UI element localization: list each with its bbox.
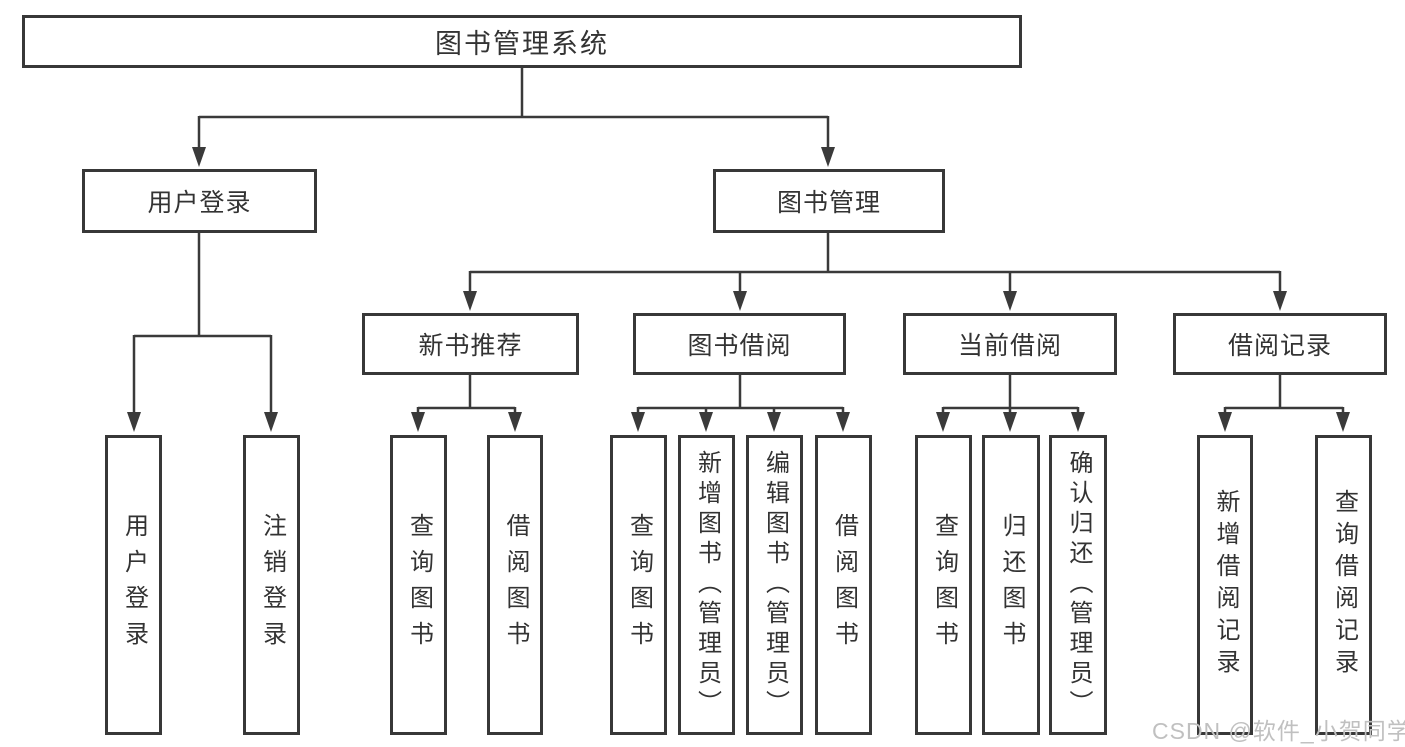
leaf-logout-label: 注销登录 xyxy=(258,513,286,657)
leaf-query-book-recommend: 查询图书 xyxy=(390,435,447,735)
node-borrow-records: 借阅记录 xyxy=(1173,313,1387,375)
node-new-book-recommend-label: 新书推荐 xyxy=(418,332,523,360)
leaf-query-book-current-label: 查询图书 xyxy=(930,513,958,657)
leaf-query-borrow-record: 查询借阅记录 xyxy=(1315,435,1372,735)
leaf-query-book-borrow: 查询图书 xyxy=(610,435,667,735)
leaf-confirm-return-admin: 确认归还（管理员） xyxy=(1049,435,1107,735)
leaf-confirm-return-admin-label: 确认归还（管理员） xyxy=(1065,450,1092,720)
leaf-user-login-label: 用户登录 xyxy=(120,513,148,657)
leaf-return-book-label: 归还图书 xyxy=(998,513,1025,657)
leaf-query-book-current: 查询图书 xyxy=(915,435,972,735)
node-root-label: 图书管理系统 xyxy=(435,29,609,59)
leaf-add-book-admin-label: 新增图书（管理员） xyxy=(693,450,721,720)
node-book-borrow-label: 图书借阅 xyxy=(687,332,792,360)
node-book-borrow: 图书借阅 xyxy=(633,313,846,375)
node-current-borrow: 当前借阅 xyxy=(903,313,1117,375)
leaf-borrow-book-recommend: 借阅图书 xyxy=(487,435,543,735)
node-current-borrow-label: 当前借阅 xyxy=(957,332,1062,360)
node-book-management: 图书管理 xyxy=(713,169,945,233)
csdn-watermark: CSDN @软件_小贺同学 xyxy=(1152,718,1405,744)
leaf-add-borrow-record-label: 新增借阅记录 xyxy=(1212,489,1239,681)
leaf-query-borrow-record-label: 查询借阅记录 xyxy=(1330,489,1358,681)
leaf-logout: 注销登录 xyxy=(243,435,300,735)
node-borrow-records-label: 借阅记录 xyxy=(1227,332,1332,360)
node-user-login: 用户登录 xyxy=(82,169,317,233)
leaf-edit-book-admin: 编辑图书（管理员） xyxy=(746,435,803,735)
node-root: 图书管理系统 xyxy=(22,15,1022,68)
leaf-add-borrow-record: 新增借阅记录 xyxy=(1197,435,1253,735)
leaf-edit-book-admin-label: 编辑图书（管理员） xyxy=(761,450,789,720)
node-new-book-recommend: 新书推荐 xyxy=(362,313,579,375)
leaf-return-book: 归还图书 xyxy=(982,435,1040,735)
leaf-query-book-borrow-label: 查询图书 xyxy=(625,513,653,657)
node-book-management-label: 图书管理 xyxy=(776,189,881,217)
node-user-login-label: 用户登录 xyxy=(147,189,252,217)
leaf-borrow-book-label: 借阅图书 xyxy=(830,513,858,657)
leaf-borrow-book-recommend-label: 借阅图书 xyxy=(502,513,529,657)
leaf-user-login: 用户登录 xyxy=(105,435,162,735)
leaf-query-book-recommend-label: 查询图书 xyxy=(405,513,433,657)
leaf-borrow-book: 借阅图书 xyxy=(815,435,872,735)
leaf-add-book-admin: 新增图书（管理员） xyxy=(678,435,735,735)
